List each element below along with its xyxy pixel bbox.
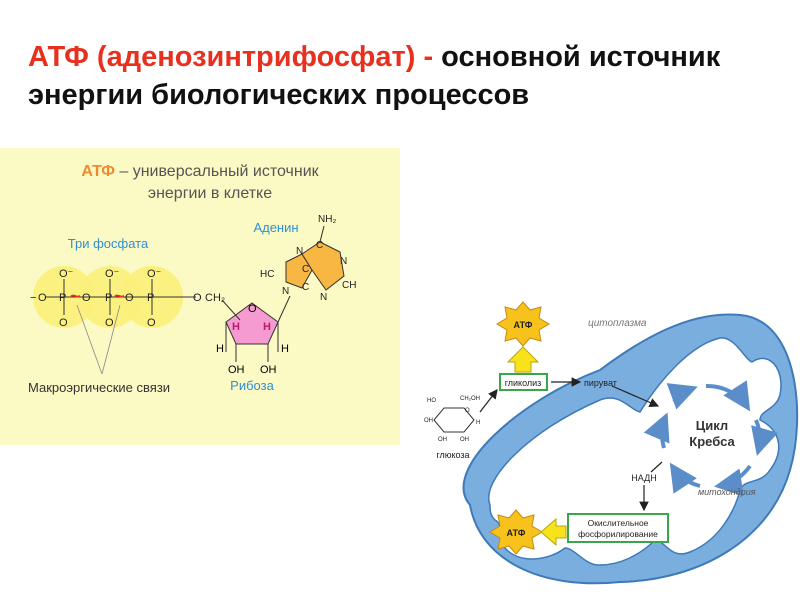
title-highlight: АТФ (аденозинтрифосфат) - <box>28 41 434 73</box>
atom-o-minus-2: O⁻ <box>105 268 120 280</box>
oxphos-label-line1: Окислительное <box>588 518 649 528</box>
ribose-atom-oh-2: OH <box>260 364 277 376</box>
ribose-atom-oh-1: OH <box>228 364 245 376</box>
krebs-label-line1: Цикл <box>696 418 728 433</box>
high-energy-bond-2: ~ <box>114 286 125 306</box>
adenine-nh2-bond <box>319 225 325 243</box>
ribose-atom-h-4: H <box>281 343 289 355</box>
pyruvate-label: пируват <box>584 378 617 388</box>
adenine-atom-n-1: N <box>296 246 303 257</box>
glucose-atom-oh-3: OH <box>460 437 469 443</box>
atom-o-bottom-1: O <box>59 317 68 329</box>
pyruvate-to-krebs-arrow <box>611 385 660 408</box>
glucose-molecule: CH₂OH O HO OH OH OH H <box>424 396 480 443</box>
krebs-arrow-4 <box>669 462 701 494</box>
high-energy-bond-1: ~ <box>70 286 81 306</box>
oxphos-label-line2: фосфорилирование <box>578 529 658 539</box>
adenine-atom-c-1: C <box>316 240 323 251</box>
cytoplasm-label: цитоплазма <box>588 318 647 329</box>
atp-up-arrow <box>506 346 540 373</box>
ribose-label: Рибоза <box>230 378 274 393</box>
glucose-atom-h: H <box>476 420 480 426</box>
adenine-pyrimidine-ring <box>301 241 345 291</box>
triphosphate-chain: − O P O P O P O CH₂ O⁻ O⁻ O⁻ O O O ~ ~ <box>30 268 225 329</box>
oxphos-box <box>567 513 669 543</box>
atp-star-bottom-label: АТФ <box>507 528 526 538</box>
atp-structure-panel: АТФ – универсальный источник энергии в к… <box>0 148 400 445</box>
ribose-pentagon <box>225 302 279 345</box>
ribose-ring: O H H H H OH OH <box>216 295 291 376</box>
high-energy-bonds-label: Макроэргические связи <box>28 380 170 395</box>
mitochondrion-matrix <box>488 337 782 566</box>
adenine-atom-n-2: N <box>282 286 289 297</box>
three-phosphates-label: Три фосфата <box>68 236 149 251</box>
krebs-arrow-6 <box>666 383 698 410</box>
atom-o-4: O <box>193 292 202 304</box>
krebs-arrow-1 <box>705 380 751 412</box>
ribose-atom-o: O <box>248 303 257 315</box>
atom-o-1: O <box>38 292 47 304</box>
glucose-label: глюкоза <box>436 450 469 460</box>
adenine-ring: NH₂ C N C HC N C N CH N <box>260 214 356 303</box>
krebs-to-nadh-line <box>650 461 663 473</box>
atom-o-minus-1: O⁻ <box>59 268 74 280</box>
glucose-to-glycolysis-arrow <box>479 389 498 413</box>
glucose-atom-oh-2: OH <box>438 437 447 443</box>
adenine-atom-n-4: N <box>320 292 327 303</box>
ribose-ch2-bond <box>221 299 241 321</box>
glycolysis-box <box>499 373 548 391</box>
atp-panel-heading-line2: энергии в клетке <box>148 185 272 202</box>
bond-pointer-2 <box>101 304 121 375</box>
ribose-atom-h-1: H <box>232 321 240 333</box>
atp-left-arrow <box>540 517 567 547</box>
atp-panel-heading: АТФ – универсальный источник <box>81 163 319 180</box>
mitochondria-label: митохондрия <box>698 487 756 497</box>
adenine-atom-ch: CH <box>342 280 356 291</box>
atom-p-1: P <box>59 292 66 304</box>
ribose-atom-h-2: H <box>263 321 271 333</box>
atom-p-3: P <box>147 292 154 304</box>
adenine-atom-c-3: C <box>302 282 309 293</box>
glucose-ring <box>433 407 475 433</box>
krebs-arrow-5 <box>643 412 670 449</box>
bond-pointer-1 <box>76 304 103 375</box>
atom-o-3: O <box>125 292 134 304</box>
glycolysis-label: гликолиз <box>505 378 542 388</box>
adenine-label: Аденин <box>253 220 298 235</box>
adenine-atom-hc: HC <box>260 269 274 280</box>
ribose-atom-h-3: H <box>216 343 224 355</box>
adenine-atom-nh2: NH₂ <box>318 214 336 225</box>
title-rest: основной источник энергии биологических … <box>28 41 721 111</box>
atom-o-2: O <box>82 292 91 304</box>
glycosidic-bond <box>277 295 291 323</box>
nadh-label: НАДН <box>631 473 656 483</box>
atp-star-bottom <box>489 509 543 555</box>
krebs-arrow-2 <box>751 419 779 456</box>
atom-o-minus-3: O⁻ <box>147 268 162 280</box>
adenine-atom-c-2: C <box>302 264 309 275</box>
slide-title: АТФ (аденозинтрифосфат) - основной источ… <box>28 38 768 146</box>
adenine-atom-n-3: N <box>340 256 347 267</box>
krebs-label-line2: Кребса <box>689 434 735 449</box>
atom-p-2: P <box>105 292 112 304</box>
glucose-atom-ch2oh: CH₂OH <box>460 396 480 402</box>
atp-star-top <box>496 301 550 347</box>
atom-ch2: CH₂ <box>205 292 225 304</box>
glucose-atom-o: O <box>465 408 470 414</box>
adenine-imidazole-ring <box>285 253 313 289</box>
atp-star-top-label: АТФ <box>514 320 533 330</box>
atom-o-bottom-3: O <box>147 317 156 329</box>
atom-minus: − <box>30 292 36 304</box>
metabolism-diagram: Цикл Кребса цитоплазма митохондрия АТФ г… <box>424 301 799 585</box>
krebs-arrow-3 <box>714 464 752 497</box>
glucose-atom-oh-1: OH <box>424 418 433 424</box>
glucose-atom-ho: HO <box>427 398 436 404</box>
atom-o-bottom-2: O <box>105 317 114 329</box>
krebs-cycle-arrows <box>643 380 779 497</box>
